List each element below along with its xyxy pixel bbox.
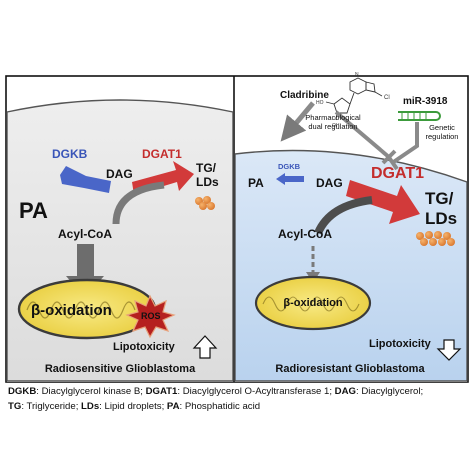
- left-acyl-coa-label: Acyl-CoA: [58, 227, 112, 241]
- left-tg-label-2: LDs: [196, 175, 219, 189]
- left-lipid-droplets: [195, 196, 215, 210]
- chem-oh-label: OH: [332, 123, 340, 129]
- legend-val-dgkb: : Diacylglycerol kinase B;: [36, 386, 146, 397]
- left-dgat1-label: DGAT1: [142, 147, 182, 161]
- genetic-label-2: regulation: [426, 132, 459, 141]
- right-mitochondrion: [254, 275, 372, 331]
- right-tg-label-2: LDs: [425, 209, 457, 228]
- right-panel: N Cl OH HO Cladribine miR-3918 Pharmacol…: [234, 72, 468, 382]
- left-ros-label: ROS: [141, 311, 161, 321]
- left-dag-label: DAG: [106, 167, 133, 181]
- right-dgat1-arrow: [346, 180, 420, 224]
- legend-key-pa: PA: [166, 401, 180, 412]
- left-dgkb-arrow: [60, 166, 111, 193]
- legend-key-dag: DAG: [334, 386, 356, 397]
- left-pa-label: PA: [19, 198, 48, 223]
- pharm-label-2: dual regulation: [308, 122, 357, 131]
- legend-key-dgat1: DGAT1: [145, 386, 178, 397]
- legend-val-dgat1: : Diacylglycerol O-Acyltransferase 1;: [177, 386, 335, 397]
- left-beta-oxidation-label: β-oxidation: [31, 302, 112, 319]
- chem-cl-label: Cl: [384, 95, 390, 101]
- legend-val-pa: : Phosphatidic acid: [179, 401, 261, 412]
- left-lipotoxicity-label: Lipotoxicity: [113, 341, 176, 353]
- legend-key-dgkb: DGKB: [8, 386, 37, 397]
- legend-key-lds: LDs: [81, 401, 100, 412]
- chem-ho-label: HO: [316, 100, 324, 106]
- right-down-arrow-icon: [436, 339, 462, 361]
- genetic-label-1: Genetic: [429, 123, 455, 132]
- inhibition-lines: [334, 110, 419, 165]
- right-dgkb-arrow: [276, 173, 304, 185]
- left-acyl-curve-arrow: [112, 181, 165, 225]
- right-dgkb-label: DGKB: [278, 162, 301, 171]
- right-pa-label: PA: [248, 176, 264, 190]
- pharm-label-1: Pharmacological: [305, 113, 361, 122]
- left-caption: Radiosensitive Glioblastoma: [45, 363, 196, 375]
- legend-val-tg: : Triglyceride;: [21, 401, 82, 412]
- cladribine-dgkb-arrow: [280, 101, 315, 142]
- mirna-label: miR-3918: [403, 96, 448, 107]
- cladribine-label: Cladribine: [280, 90, 329, 101]
- right-lipid-droplets: [416, 231, 455, 246]
- mirna-tbar: [386, 154, 399, 171]
- ros-burst-icon: [125, 294, 176, 339]
- right-tg-label-1: TG/: [425, 189, 454, 208]
- left-tg-label-1: TG/: [196, 161, 217, 175]
- left-up-arrow-icon: [192, 335, 218, 359]
- legend-val-dag: : Diacylglycerol;: [355, 386, 424, 397]
- right-acyl-curve-arrow: [314, 196, 373, 235]
- legend-val-lds: : Lipid droplets;: [99, 401, 167, 412]
- right-dgat1-label: DGAT1: [371, 165, 424, 182]
- right-acyl-coa-label: Acyl-CoA: [278, 227, 332, 241]
- right-dag-label: DAG: [316, 176, 343, 190]
- abbreviation-legend: DGKB: Diacylglycerol kinase B; DGAT1: Di…: [8, 384, 468, 414]
- right-beta-oxidation-label: β-oxidation: [283, 297, 343, 309]
- legend-key-tg: TG: [8, 401, 22, 412]
- right-caption: Radioresistant Glioblastoma: [275, 363, 425, 375]
- mirna-hairpin-icon: [398, 111, 441, 121]
- right-lipotoxicity-label: Lipotoxicity: [369, 338, 432, 350]
- chem-n-label: N: [355, 72, 359, 78]
- left-dgkb-label: DGKB: [52, 147, 88, 161]
- left-cell-membrane: [6, 99, 234, 382]
- left-panel: DGKB PA DAG DGAT1 TG/ LDs Acyl-CoA β-oxi…: [6, 77, 234, 382]
